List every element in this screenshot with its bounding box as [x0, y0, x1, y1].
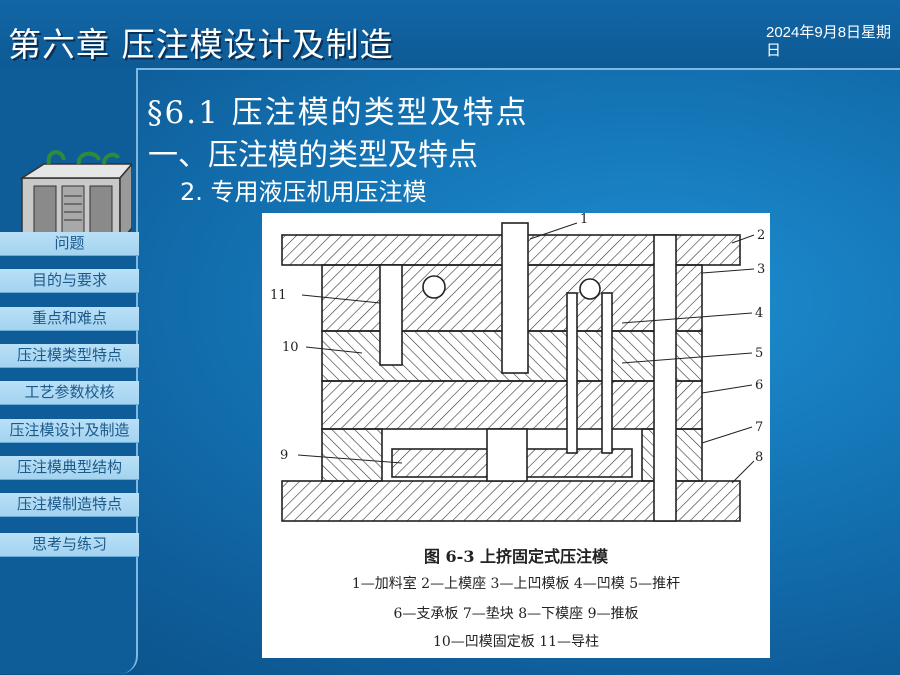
mold-diagram-figure: 1 2 3 4 5 6 7 8 9 10 11 图 6-3 上挤固定式压注模 1… — [262, 213, 770, 658]
figure-caption: 图 6-3 上挤固定式压注模 — [423, 547, 609, 566]
nav-item-mold-design[interactable]: 压注模设计及制造 — [0, 419, 139, 443]
callout-5: 5 — [755, 346, 763, 361]
callout-6: 6 — [755, 378, 763, 393]
callout-1: 1 — [580, 213, 588, 227]
nav-item-mold-types[interactable]: 压注模类型特点 — [0, 344, 139, 368]
nav-item-manufacturing[interactable]: 压注模制造特点 — [0, 493, 139, 517]
callout-7: 7 — [755, 420, 763, 435]
callout-10: 10 — [282, 340, 299, 355]
legend-line-3: 10—凹模固定板 11—导柱 — [432, 634, 600, 650]
legend-line-1: 1—加料室 2—上模座 3—上凹模板 4—凹模 5—推杆 — [351, 576, 681, 592]
callout-11: 11 — [270, 288, 287, 303]
nav-item-process-parameters[interactable]: 工艺参数校核 — [0, 381, 139, 405]
nav-item-exercises[interactable]: 思考与练习 — [0, 533, 139, 557]
nav-item-typical-structure[interactable]: 压注模典型结构 — [0, 456, 139, 480]
date-label: 2024年9月8日星期日 — [766, 24, 892, 59]
nav-item-key-points[interactable]: 重点和难点 — [0, 307, 139, 331]
callout-9: 9 — [280, 448, 288, 463]
chapter-title: 第六章 压注模设计及制造 — [8, 25, 394, 64]
list-item-heading: 2. 专用液压机用压注模 — [180, 178, 427, 206]
title-bar: 第六章 压注模设计及制造 2024年9月8日星期日 — [0, 0, 900, 70]
section-heading: §6.1 压注模的类型及特点 — [147, 95, 529, 131]
legend-line-2: 6—支承板 7—垫块 8—下模座 9—推板 — [393, 606, 639, 622]
callout-3: 3 — [757, 262, 765, 277]
nav-item-goals[interactable]: 目的与要求 — [0, 269, 139, 293]
nav-item-questions[interactable]: 问题 — [0, 232, 139, 256]
sidebar: 问题 目的与要求 重点和难点 压注模类型特点 工艺参数校核 压注模设计及制造 压… — [0, 68, 139, 674]
callout-2: 2 — [757, 228, 765, 243]
subheading: 一、压注模的类型及特点 — [148, 138, 478, 173]
callout-8: 8 — [755, 450, 763, 465]
mold-cross-section-diagram: 1 2 3 4 5 6 7 8 9 10 11 — [270, 213, 765, 522]
callout-4: 4 — [755, 306, 763, 321]
